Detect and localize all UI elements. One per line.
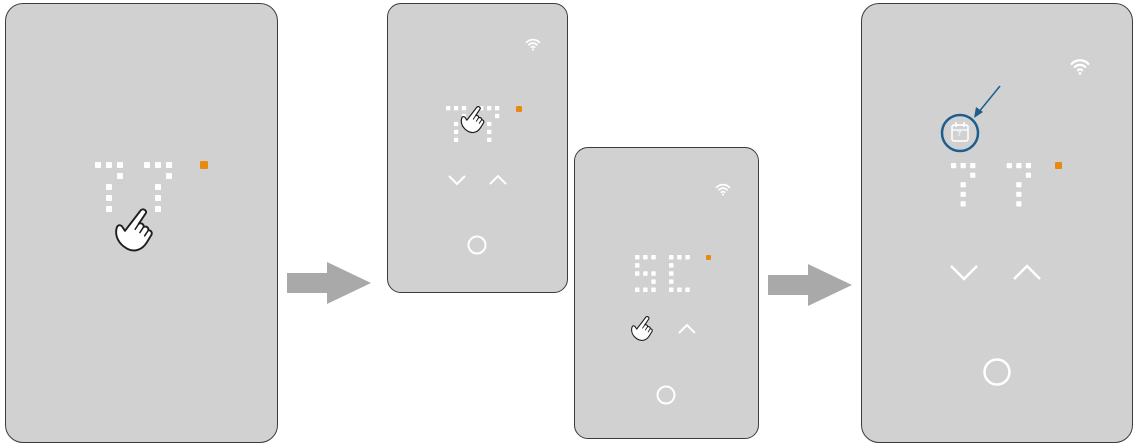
display-digits-step-3 bbox=[951, 163, 1032, 207]
tap-hand-icon bbox=[109, 201, 161, 257]
up-chevron-icon bbox=[489, 174, 507, 185]
indicator-dot-step-2a bbox=[516, 106, 522, 112]
up-chevron-icon bbox=[1013, 264, 1041, 280]
pointer-arrow-icon bbox=[974, 85, 1001, 118]
wifi-icon bbox=[1070, 59, 1090, 76]
down-chevron-icon bbox=[448, 175, 466, 186]
power-ring-icon bbox=[983, 358, 1011, 386]
flow-arrow-icon bbox=[287, 262, 371, 304]
tap-hand-icon bbox=[627, 312, 658, 344]
power-ring-icon bbox=[656, 385, 676, 405]
wifi-icon bbox=[715, 183, 731, 197]
thermostat-panel-step-3 bbox=[861, 3, 1133, 443]
down-chevron-icon bbox=[950, 265, 978, 281]
calendar-icon bbox=[951, 122, 969, 142]
wifi-icon bbox=[525, 38, 541, 52]
flow-arrow-icon bbox=[768, 264, 852, 306]
power-ring-icon bbox=[467, 235, 487, 255]
indicator-dot-step-2b bbox=[706, 255, 711, 260]
up-chevron-icon bbox=[678, 323, 696, 334]
thermostat-panel-step-2b bbox=[574, 147, 759, 439]
calendar-day-number: 7 bbox=[957, 130, 962, 138]
thermostat-panel-step-2a bbox=[387, 3, 568, 293]
calendar-highlight-ring bbox=[940, 113, 980, 153]
indicator-dot-step-1 bbox=[200, 161, 208, 169]
display-digits-step-2b bbox=[635, 255, 690, 292]
indicator-dot-step-3 bbox=[1055, 162, 1062, 169]
display-digits-step-1 bbox=[95, 162, 172, 212]
